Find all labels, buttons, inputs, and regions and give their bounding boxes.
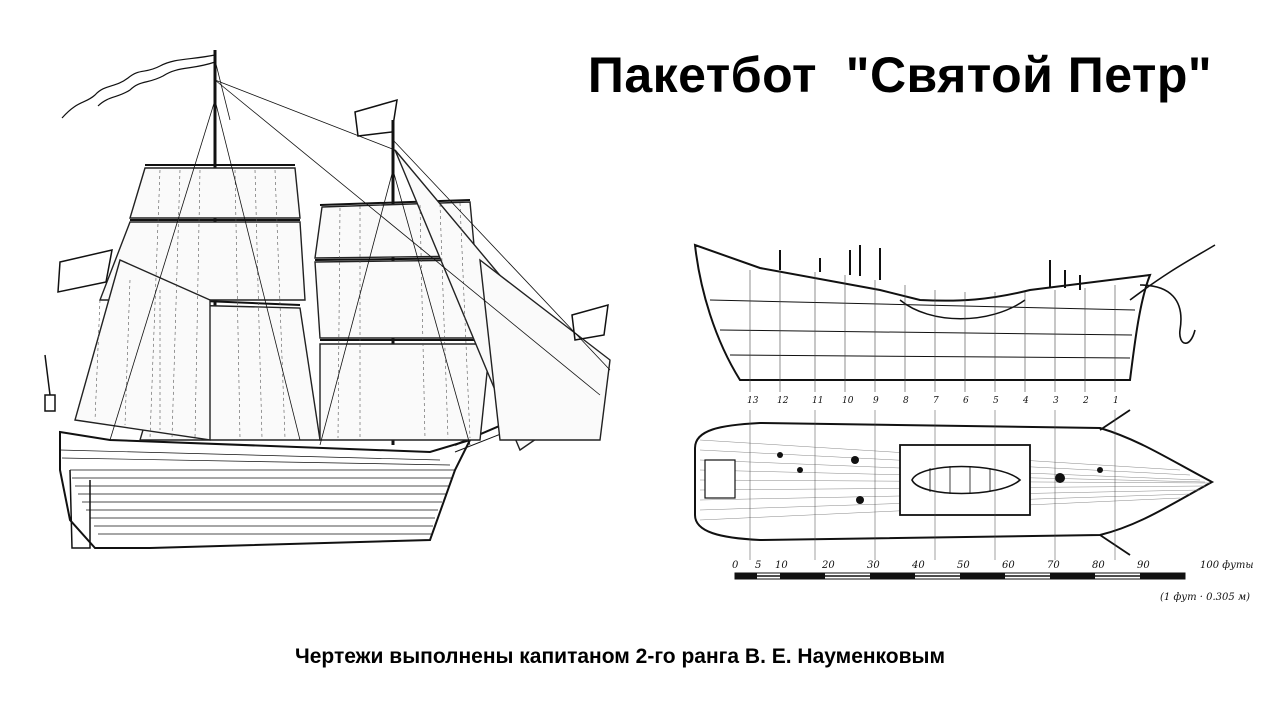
frame-number: 8 [903, 396, 909, 406]
scale-tick: 20 [821, 560, 835, 571]
frame-number: 3 [1053, 396, 1059, 406]
frame-number: 1 [1113, 396, 1119, 406]
frame-numbers: 13 12 11 10 9 8 7 6 5 4 3 2 1 [747, 396, 1119, 406]
scale-tick: 80 [1092, 560, 1105, 571]
page-title: Пакетбот "Святой Петр" [587, 47, 1213, 103]
frame-number: 4 [1022, 396, 1029, 406]
scale-tick: 40 [911, 560, 925, 571]
scale-unit-label: 100 футы [1200, 560, 1254, 571]
scale-tick: 50 [957, 560, 970, 571]
frame-number: 6 [963, 396, 969, 406]
scale-tick: 0 [732, 560, 739, 571]
frame-number: 9 [873, 396, 879, 406]
frame-number: 13 [747, 396, 759, 406]
scale-tick: 60 [1002, 560, 1015, 571]
frame-number: 10 [842, 396, 854, 406]
scale-tick: 5 [755, 560, 761, 571]
scale-tick: 70 [1047, 560, 1060, 571]
frame-number: 12 [777, 396, 789, 406]
scale-bar: 0 5 10 20 30 40 50 60 70 80 90 100 футы … [732, 560, 1254, 603]
deck-plan [694, 409, 1215, 560]
frame-number: 7 [933, 396, 939, 406]
scale-conversion: (1 фут · 0.305 м) [1160, 592, 1250, 603]
scale-tick: 30 [867, 560, 880, 571]
side-profile [693, 243, 1216, 392]
frame-number: 5 [993, 396, 999, 406]
scale-tick: 90 [1137, 560, 1150, 571]
scale-tick: 10 [775, 560, 788, 571]
drawing-credit-caption: Чертежи выполнены капитаном 2-го ранга В… [295, 645, 945, 668]
frame-number: 2 [1082, 396, 1089, 406]
frame-number: 11 [812, 396, 823, 406]
